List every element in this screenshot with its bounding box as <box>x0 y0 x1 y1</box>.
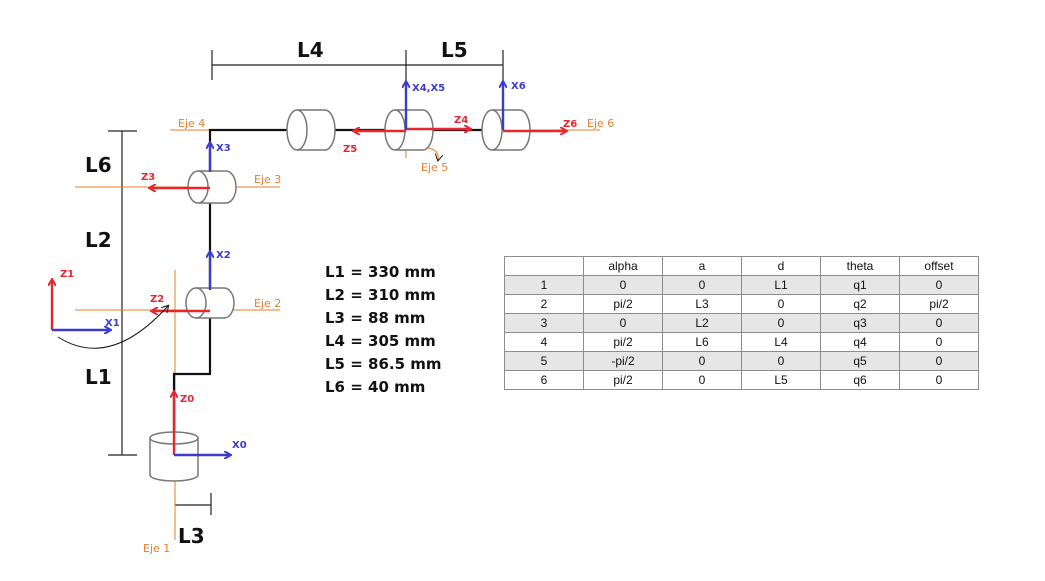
header-cell: d <box>741 256 821 276</box>
table-cell: 0 <box>899 351 979 371</box>
table-cell: 3 <box>504 313 584 333</box>
label-x0: X0 <box>232 440 247 451</box>
table-cell: -pi/2 <box>583 351 663 371</box>
rotation-curves <box>57 147 438 349</box>
table-row: 2 pi/2 L3 0 q2 pi/2 <box>504 294 979 314</box>
header-cell: theta <box>820 256 900 276</box>
table-row: 4 pi/2 L6 L4 q4 0 <box>504 332 979 352</box>
param-l6: L6 = 40 mm <box>325 378 426 396</box>
label-eje2: Eje 2 <box>254 297 281 310</box>
dh-parameter-table: alpha a d theta offset 1 0 0 L1 q1 0 2 p… <box>504 256 979 390</box>
table-cell: q5 <box>820 351 900 371</box>
table-cell: pi/2 <box>583 294 663 314</box>
label-z3: Z3 <box>141 172 155 183</box>
header-cell: alpha <box>583 256 663 276</box>
param-l4: L4 = 305 mm <box>325 332 436 350</box>
joint-2-cylinder <box>185 287 235 319</box>
table-row: 3 0 L2 0 q3 0 <box>504 313 979 333</box>
x-axes <box>52 82 503 455</box>
table-cell: 0 <box>662 370 742 390</box>
table-cell: L2 <box>662 313 742 333</box>
label-z4: Z4 <box>454 115 468 126</box>
table-cell: pi/2 <box>583 370 663 390</box>
table-cell: 5 <box>504 351 584 371</box>
param-l2: L2 = 310 mm <box>325 286 436 304</box>
header-cell: offset <box>899 256 979 276</box>
table-cell: L1 <box>741 275 821 295</box>
table-cell: L4 <box>741 332 821 352</box>
table-cell: q3 <box>820 313 900 333</box>
table-cell: q1 <box>820 275 900 295</box>
table-cell: pi/2 <box>583 332 663 352</box>
label-z0: Z0 <box>180 394 194 405</box>
table-cell: 0 <box>899 332 979 352</box>
table-cell: 0 <box>583 275 663 295</box>
table-row: 1 0 0 L1 q1 0 <box>504 275 979 295</box>
table-cell: 0 <box>741 313 821 333</box>
label-eje6: Eje 6 <box>587 117 614 130</box>
header-cell: a <box>662 256 742 276</box>
table-cell: pi/2 <box>899 294 979 314</box>
table-cell: 1 <box>504 275 584 295</box>
table-cell: 0 <box>899 275 979 295</box>
table-cell: 0 <box>899 370 979 390</box>
label-x6: X6 <box>511 81 526 92</box>
table-cell: L6 <box>662 332 742 352</box>
label-x2: X2 <box>216 250 231 261</box>
table-cell: q4 <box>820 332 900 352</box>
dimension-lines <box>108 50 504 515</box>
table-cell: 6 <box>504 370 584 390</box>
label-l1: L1 <box>85 365 112 389</box>
table-cell: q2 <box>820 294 900 314</box>
table-cell: 2 <box>504 294 584 314</box>
label-x3: X3 <box>216 143 231 154</box>
table-row: 5 -pi/2 0 0 q5 0 <box>504 351 979 371</box>
table-cell: 4 <box>504 332 584 352</box>
label-z1: Z1 <box>60 269 74 280</box>
label-x45: X4,X5 <box>412 83 445 94</box>
label-eje1: Eje 1 <box>143 542 170 555</box>
param-l3: L3 = 88 mm <box>325 309 426 327</box>
table-cell: 0 <box>741 351 821 371</box>
table-header-row: alpha a d theta offset <box>504 256 979 276</box>
table-cell: L5 <box>741 370 821 390</box>
table-cell: 0 <box>662 351 742 371</box>
table-cell: 0 <box>583 313 663 333</box>
label-l4: L4 <box>297 38 324 62</box>
table-cell: 0 <box>662 275 742 295</box>
label-z2: Z2 <box>150 294 164 305</box>
label-z6: Z6 <box>563 119 577 130</box>
table-cell: 0 <box>741 294 821 314</box>
label-l5: L5 <box>441 38 468 62</box>
table-cell: 0 <box>899 313 979 333</box>
label-eje4: Eje 4 <box>178 117 205 130</box>
link-lengths-list: L1 = 330 mm L2 = 310 mm L3 = 88 mm L4 = … <box>325 261 442 399</box>
table-cell: L3 <box>662 294 742 314</box>
label-z5: Z5 <box>343 144 357 155</box>
label-l2: L2 <box>85 228 112 252</box>
label-eje5: Eje 5 <box>421 161 448 174</box>
param-l5: L5 = 86.5 mm <box>325 355 442 373</box>
label-l6: L6 <box>85 153 112 177</box>
joint-3-cylinder <box>187 170 237 204</box>
param-l1: L1 = 330 mm <box>325 263 436 281</box>
header-cell <box>504 256 584 276</box>
joint-4-cylinder <box>286 109 336 151</box>
table-cell: q6 <box>820 370 900 390</box>
table-row: 6 pi/2 0 L5 q6 0 <box>504 370 979 390</box>
label-x1: X1 <box>105 318 120 329</box>
label-eje3: Eje 3 <box>254 173 281 186</box>
label-l3: L3 <box>178 524 205 548</box>
z-axes <box>52 129 566 455</box>
